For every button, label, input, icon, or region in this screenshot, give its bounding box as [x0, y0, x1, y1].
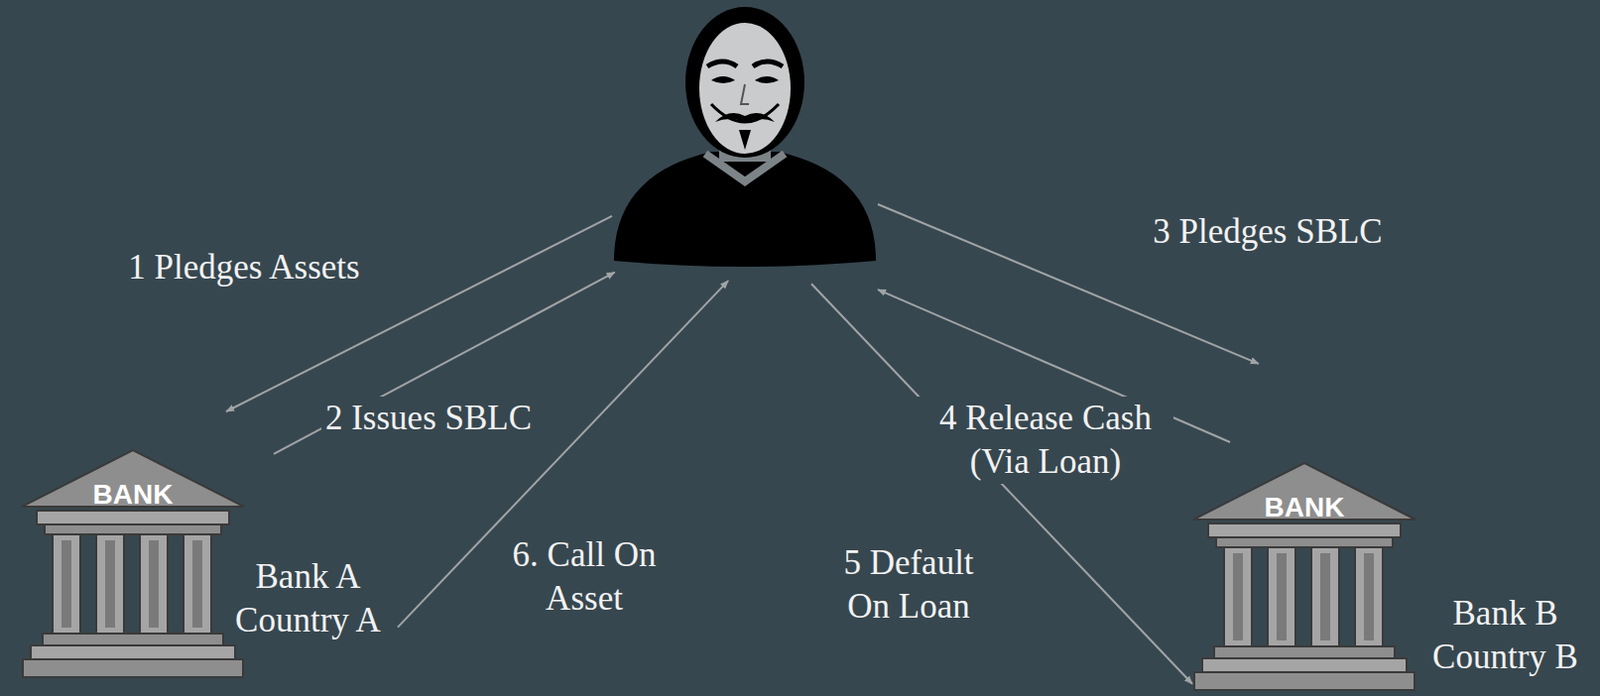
- step-label: 3 Pledges SBLC: [1148, 210, 1386, 254]
- bank-node: BANK Bank B Country B: [1192, 357, 1595, 695]
- person-node: [612, 4, 878, 293]
- bank-node: BANK Bank A Country A: [20, 411, 398, 682]
- flow-arrow: [273, 272, 616, 455]
- flow-arrow: [811, 283, 1193, 685]
- bank-caption: Bank A Country A: [221, 555, 395, 643]
- flow-arrow: [397, 280, 729, 627]
- bank-caption: Bank B Country B: [1418, 592, 1593, 680]
- step-label: 5 Default On Loan: [830, 541, 987, 629]
- step-label: 2 Issues SBLC: [321, 396, 536, 441]
- step-label: 1 Pledges Assets: [123, 246, 364, 290]
- step-label: 4 Release Cash (Via Loan): [917, 396, 1174, 485]
- step-label: 6. Call On Asset: [505, 533, 663, 621]
- masked-person-icon: [612, 4, 878, 293]
- bank-sign: BANK: [1264, 493, 1346, 522]
- bank-sign: BANK: [93, 481, 174, 509]
